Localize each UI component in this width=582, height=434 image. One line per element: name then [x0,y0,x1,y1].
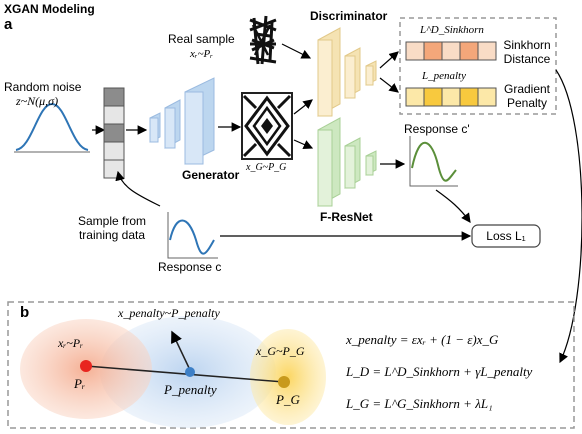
gradient-penalty-label: Gradient Penalty [503,82,551,110]
real-sample-image [248,15,278,65]
real-point-dot [80,360,92,372]
response-c-curve [167,212,218,259]
panel-b-label: b [20,304,30,321]
sample-from-label: Sample from training data [77,214,147,242]
l-penalty-symbol: L_penalty [422,70,466,82]
panel-a-title: XGAN Modeling [4,2,95,16]
response-c-prime-label: Response c' [404,122,470,136]
equation-l-d: L_D = L^D_Sinkhorn + γL_penalty [346,364,533,379]
sinkhorn-vector [405,41,497,61]
noise-formula: z~N(μ,σ) [16,94,59,108]
loss-l1-label: Loss L₁ [486,229,526,243]
penalty-point-dot [185,367,195,377]
discriminator-label: Discriminator [310,9,388,23]
interpolation-line [85,365,285,383]
generated-point-dot [278,376,290,388]
generated-sample-formula: x_G~P_G [246,162,287,173]
penalty-vector [405,87,497,107]
panel-a-label: a [4,16,13,33]
response-c-label: Response c [158,260,222,274]
fresnet-network [317,117,377,207]
sinkhorn-distance-label: Sinkhorn Distance [503,38,551,66]
x-g-label: x_G~P_G [256,344,305,358]
l-sinkhorn-symbol: L^D_Sinkhorn [420,24,484,36]
x-r-label: xᵣ~Pᵣ [58,336,84,350]
response-c-prime-curve [409,136,458,187]
equation-l-g: L_G = L^G_Sinkhorn + λL₁ [346,396,493,411]
x-penalty-label: x_penalty~P_penalty [118,306,220,320]
real-sample-label: Real sample [168,32,235,46]
generated-distribution-blob [250,329,326,425]
fresnet-label: F-ResNet [320,210,373,224]
loss-l1-box [471,224,541,248]
latent-vector [103,87,125,179]
equation-x-penalty: x_penalty = εxᵣ + (1 − ε)x_G [346,332,499,347]
random-noise-label: Random noise [4,80,82,94]
discriminator-network [317,27,377,117]
p-r-label: Pᵣ [74,376,86,391]
panel-b-box [7,301,575,429]
real-sample-formula: xᵣ~Pᵣ [190,48,213,60]
generator-label: Generator [182,168,240,182]
noise-curve [14,102,90,153]
generated-sample-image [241,92,293,160]
p-penalty-label: P_penalty [164,382,217,397]
generator-network [149,77,215,165]
p-g-label: P_G [276,392,300,407]
